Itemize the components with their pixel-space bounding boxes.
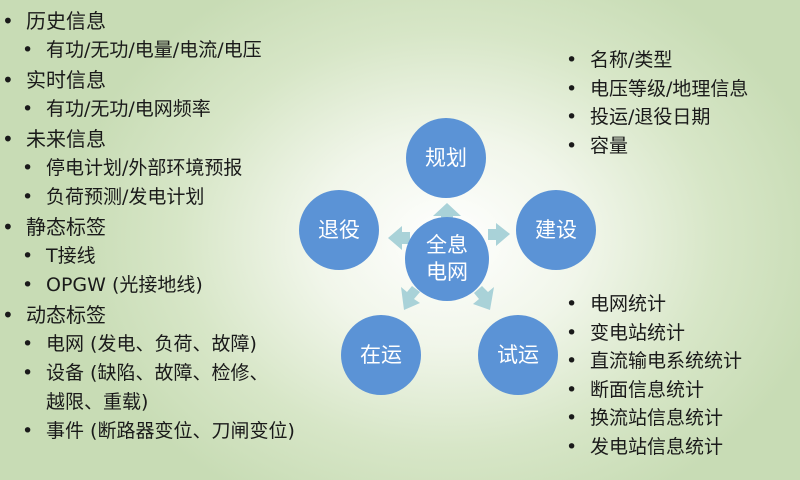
list-subitem: • 事件 (断路器变位、刀闸变位) (2, 417, 382, 446)
bullet-icon: • (566, 49, 578, 71)
bullet-icon: • (2, 68, 14, 92)
bullet-icon: • (2, 9, 14, 33)
list-item: •换流站信息统计 (566, 404, 800, 433)
bullet-icon: • (22, 245, 34, 267)
list-item: •直流输电系统统计 (566, 347, 800, 376)
bullet-icon: • (566, 293, 578, 315)
bullet-icon: • (22, 98, 34, 120)
dynamic-tags-label: 动态标签 (26, 303, 106, 327)
list-item-future: • 未来信息 (2, 124, 382, 154)
list-item-realtime: • 实时信息 (2, 65, 382, 95)
list-item: •变电站统计 (566, 319, 800, 348)
arrow-to-trial-icon (473, 286, 494, 310)
list-item-dynamic-tags: • 动态标签 (2, 300, 382, 330)
center-node-holographic-grid: 全息 电网 (405, 217, 489, 301)
bullet-icon: • (566, 134, 578, 157)
realtime-label: 实时信息 (26, 68, 106, 92)
list-item: •投运/退役日期 (566, 103, 800, 132)
arrow-to-operation-icon (401, 286, 420, 310)
list-item-static-tags: • 静态标签 (2, 212, 382, 242)
node-planning: 规划 (406, 118, 486, 198)
bullet-icon: • (22, 420, 34, 442)
list-subitem: • 负荷预测/发电计划 (2, 183, 382, 212)
list-subitem: • 设备 (缺陷、故障、检修、 (2, 359, 382, 388)
list-subitem: • 有功/无功/电量/电流/电压 (2, 36, 382, 65)
list-subitem: • 电网 (发电、负荷、故障) (2, 330, 382, 359)
history-label: 历史信息 (26, 9, 106, 33)
node-retirement: 退役 (299, 190, 379, 270)
node-in-operation: 在运 (341, 315, 421, 395)
left-info-list: • 历史信息 • 有功/无功/电量/电流/电压 • 实时信息 • 有功/无功/电… (2, 6, 382, 446)
list-item: •名称/类型 (566, 46, 800, 75)
bullet-icon: • (22, 362, 34, 384)
statistics-list: •电网统计 •变电站统计 •直流输电系统统计 •断面信息统计 •换流站信息统计 … (566, 290, 800, 461)
list-subitem: • 有功/无功/电网频率 (2, 95, 382, 124)
asset-attributes-list: •名称/类型 •电压等级/地理信息 •投运/退役日期 •容量 (566, 46, 800, 160)
bullet-icon: • (566, 321, 578, 344)
list-subitem: • OPGW (光接地线) (2, 271, 382, 300)
bullet-icon: • (566, 378, 578, 401)
node-trial-operation: 试运 (478, 315, 558, 395)
node-construction: 建设 (516, 190, 596, 270)
list-subitem: • 停电计划/外部环境预报 (2, 154, 382, 183)
bullet-icon: • (566, 435, 578, 458)
list-item: •发电站信息统计 (566, 433, 800, 462)
arrow-to-construction-icon (488, 223, 510, 246)
bullet-icon: • (2, 303, 14, 327)
bullet-icon: • (566, 407, 578, 429)
bullet-icon: • (2, 215, 14, 239)
list-item: •电压等级/地理信息 (566, 75, 800, 104)
bullet-icon: • (566, 106, 578, 128)
bullet-icon: • (22, 274, 34, 296)
list-subitem: • T接线 (2, 242, 382, 271)
bullet-icon: • (22, 333, 34, 355)
bullet-icon: • (22, 157, 34, 179)
bullet-icon: • (22, 39, 34, 61)
static-tags-label: 静态标签 (26, 215, 106, 239)
list-item: •断面信息统计 (566, 376, 800, 405)
list-subitem-continuation: 越限、重载) (46, 391, 149, 413)
bullet-icon: • (22, 186, 34, 208)
future-label: 未来信息 (26, 127, 106, 151)
list-item-history: • 历史信息 (2, 6, 382, 36)
list-item: •电网统计 (566, 290, 800, 319)
list-item: •容量 (566, 132, 800, 161)
bullet-icon: • (566, 350, 578, 372)
bullet-icon: • (566, 77, 578, 100)
bullet-icon: • (2, 127, 14, 151)
